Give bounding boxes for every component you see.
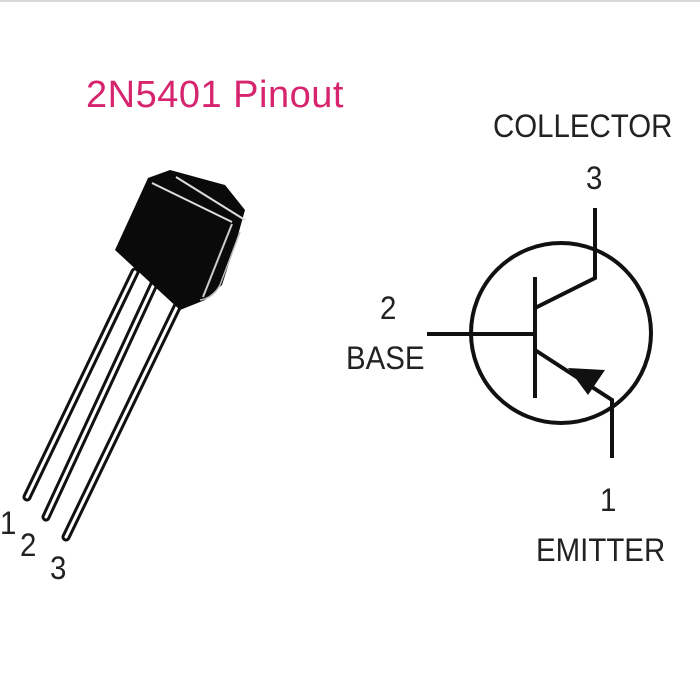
to92-package bbox=[22, 170, 246, 542]
pin-leads bbox=[22, 267, 183, 542]
emitter-label: EMITTER bbox=[536, 532, 666, 568]
emitter-pin-number: 1 bbox=[600, 482, 617, 518]
package-pin-label-3: 3 bbox=[50, 550, 67, 586]
package-pin-label-2: 2 bbox=[20, 527, 37, 563]
collector-lead bbox=[534, 208, 597, 310]
collector-pin-number: 3 bbox=[586, 160, 603, 196]
base-label: BASE bbox=[346, 340, 425, 376]
pnp-transistor-symbol bbox=[427, 208, 653, 458]
emitter-arrow-icon bbox=[568, 368, 605, 395]
collector-label: COLLECTOR bbox=[493, 108, 673, 144]
top-border bbox=[0, 0, 700, 2]
emitter-lead bbox=[533, 348, 614, 458]
base-pin-number: 2 bbox=[380, 290, 397, 326]
package-pin-label-1: 1 bbox=[0, 505, 17, 541]
diagram-title: 2N5401 Pinout bbox=[86, 74, 344, 116]
